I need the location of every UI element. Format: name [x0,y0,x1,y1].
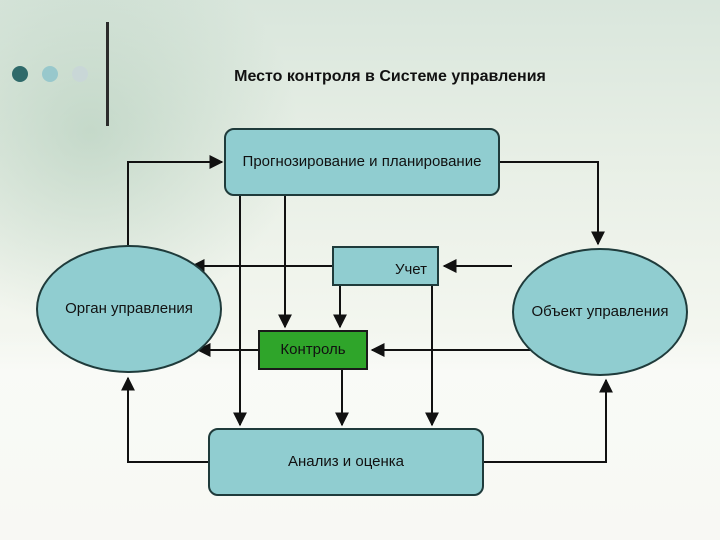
decor-dot-mid [42,66,58,82]
node-analysis: Анализ и оценка [208,428,484,496]
decor-dot-dark [12,66,28,82]
decor-dot-light [72,66,88,82]
node-planning: Прогнозирование и планирование [224,128,500,196]
edge-analysis-to-organ [121,376,208,463]
node-managed-object: Объект управления [512,248,688,376]
node-management-body: Орган управления [36,245,222,373]
decor-vertical-line [106,22,109,126]
node-accounting: Учет [332,246,439,286]
edge-analysis-to-object [484,378,613,463]
edge-organ-to-planning [127,155,224,245]
edge-planning-to-object [500,161,605,246]
node-control: Контроль [258,330,368,370]
slide-title: Место контроля в Системе управления [234,68,546,85]
